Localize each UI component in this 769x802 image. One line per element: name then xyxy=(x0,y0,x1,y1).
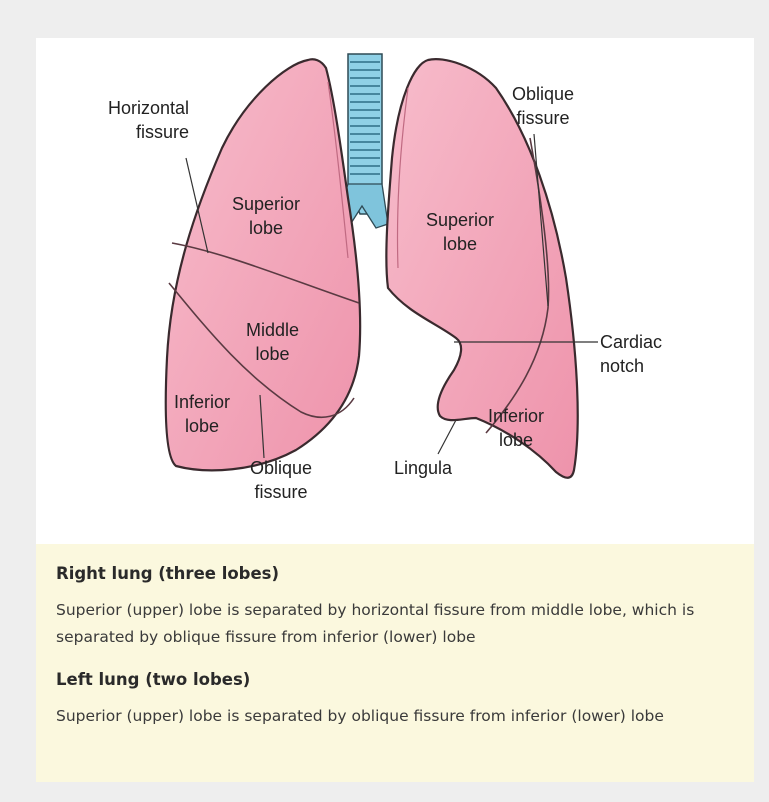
label-right-inferior-lobe: Inferior lobe xyxy=(174,390,230,438)
left-lung-description: Superior (upper) lobe is separated by ob… xyxy=(56,703,736,730)
leader-lingula xyxy=(438,420,456,454)
label-right-superior-lobe: Superior lobe xyxy=(232,192,300,240)
label-left-oblique-fissure: Oblique fissure xyxy=(512,82,574,130)
label-right-middle-lobe: Middle lobe xyxy=(246,318,299,366)
label-cardiac-notch: Cardiac notch xyxy=(600,330,662,378)
label-lingula: Lingula xyxy=(394,456,452,480)
label-left-inferior-lobe: Inferior lobe xyxy=(488,404,544,452)
right-lung-description: Superior (upper) lobe is separated by ho… xyxy=(56,597,736,651)
label-horizontal-fissure: Horizontal fissure xyxy=(108,96,189,144)
label-right-oblique-fissure: Oblique fissure xyxy=(250,456,312,504)
lung-diagram: Horizontal fissure Superior lobe Middle … xyxy=(36,38,754,544)
left-lung-heading: Left lung (two lobes) xyxy=(56,670,250,689)
caption-panel: Right lung (three lobes) Superior (upper… xyxy=(36,544,754,782)
right-lung-heading: Right lung (three lobes) xyxy=(56,564,279,583)
figure-card: Horizontal fissure Superior lobe Middle … xyxy=(36,38,754,782)
label-left-superior-lobe: Superior lobe xyxy=(426,208,494,256)
